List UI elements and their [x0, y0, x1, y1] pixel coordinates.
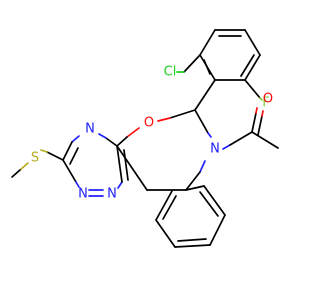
atom-o-carbonyl: O	[263, 92, 273, 107]
atom-cl: Cl	[164, 65, 177, 80]
chlorofluorophenyl-ring	[176, 29, 263, 101]
bond-ch-o	[169, 109, 196, 119]
benzo-ring	[155, 185, 226, 248]
acetyl-group	[222, 107, 279, 150]
atom-n-triazine-bottom-left: N	[78, 187, 88, 202]
triazine-ring	[62, 133, 129, 197]
atom-n-triazine-bottom-right: N	[107, 187, 117, 202]
atom-s: S	[31, 151, 39, 166]
bond-to-cl	[183, 54, 201, 73]
oxazepine-ring	[116, 79, 216, 191]
atom-f: F	[262, 96, 269, 111]
atom-labels: Cl F O O N N N N S	[31, 65, 273, 202]
atom-n-triazine-top: N	[85, 122, 95, 137]
atom-n-amide: N	[210, 142, 220, 157]
methylthio-group	[11, 149, 64, 178]
atom-o-ring: O	[144, 116, 154, 131]
molecule-structure: Cl F O O N N N N S	[11, 29, 279, 248]
